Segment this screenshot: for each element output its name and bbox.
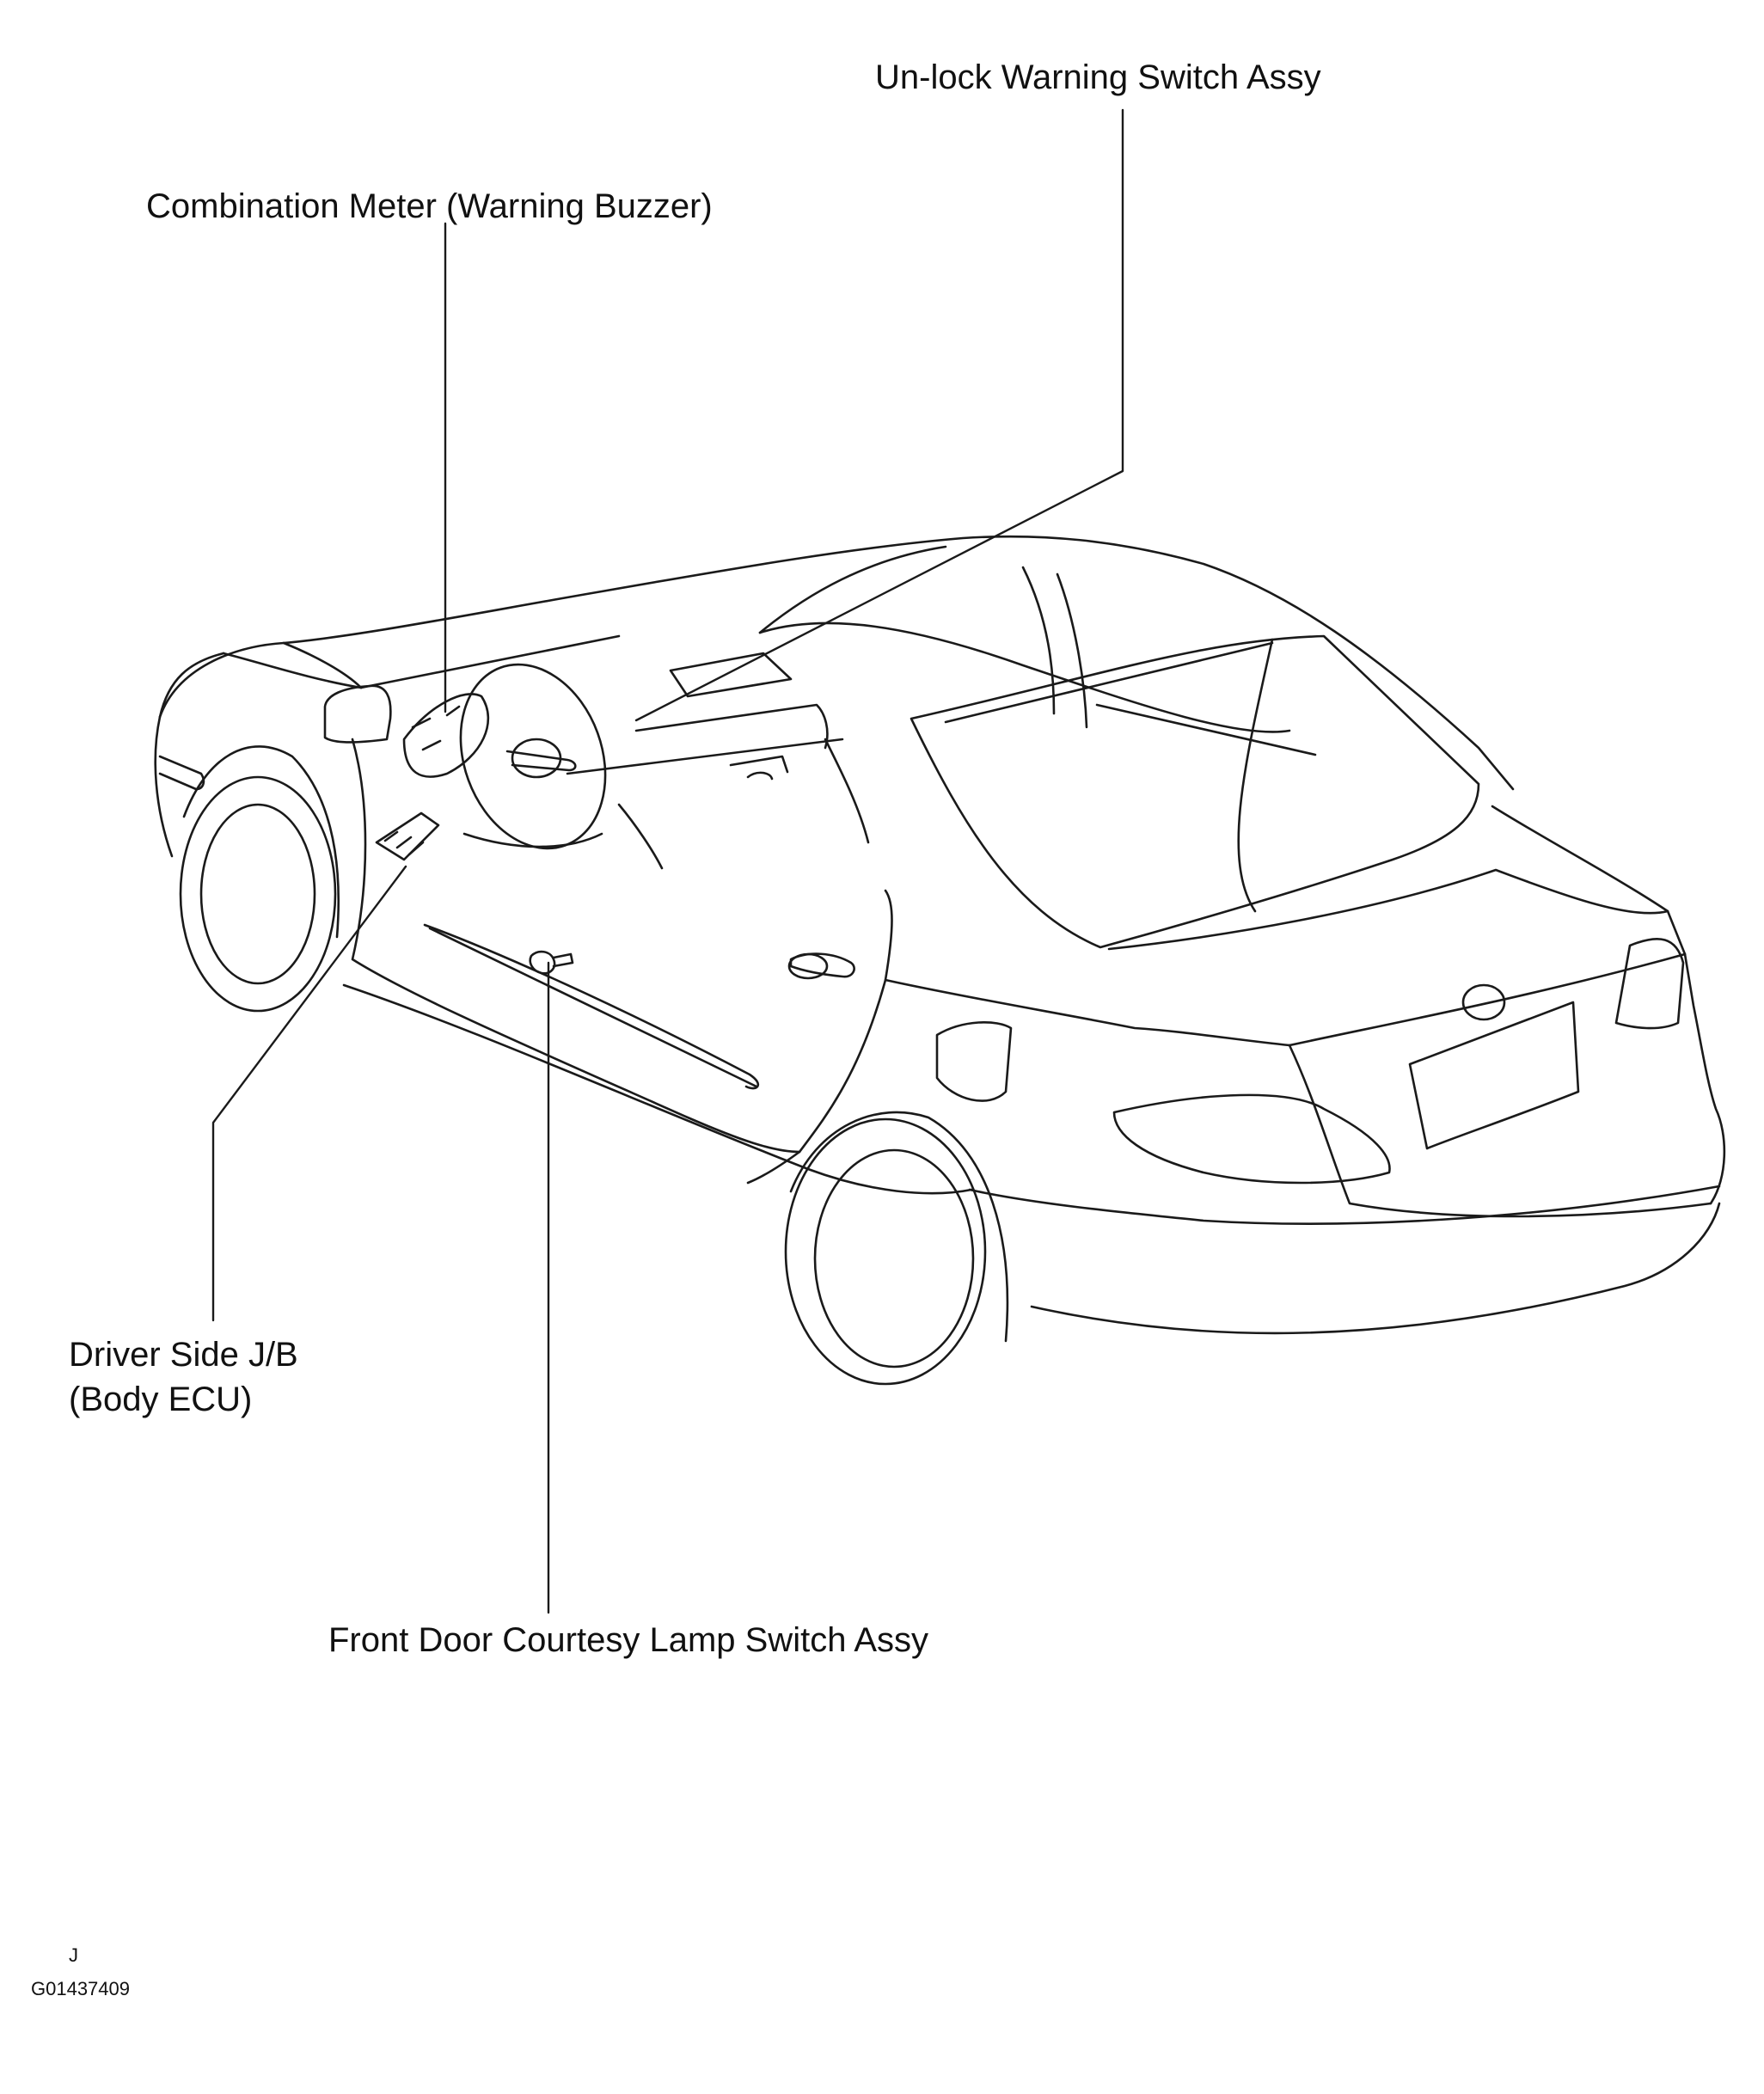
leader-driver-jb [211, 865, 407, 1322]
leader-unlock-switch [634, 108, 1124, 722]
car-body [154, 535, 1726, 1386]
figure-code: G01437409 [31, 1978, 130, 1999]
label-driver-side-jb-line1: Driver Side J/B [69, 1336, 298, 1374]
label-driver-side-jb-line2: (Body ECU) [69, 1381, 253, 1418]
corner-mark: J [69, 1944, 78, 1966]
label-combination-meter: Combination Meter (Warning Buzzer) [146, 187, 713, 225]
label-driver-side-jb: Driver Side J/B (Body ECU) [69, 1332, 298, 1422]
label-unlock-warning-switch: Un-lock Warning Switch Assy [875, 58, 1321, 96]
label-front-door-courtesy-switch: Front Door Courtesy Lamp Switch Assy [328, 1621, 929, 1659]
